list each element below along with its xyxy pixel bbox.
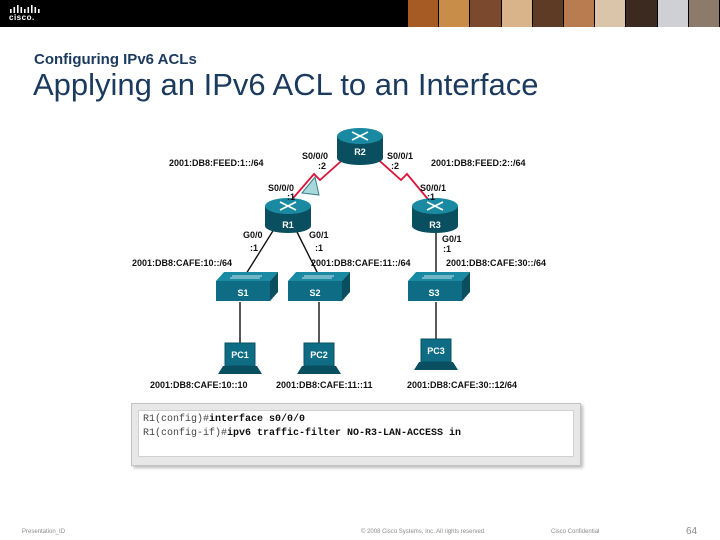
page-number: 64	[686, 526, 698, 537]
header-photo	[626, 0, 657, 27]
cli-command-1: interface s0/0/0	[209, 414, 306, 425]
header-photo	[501, 0, 532, 27]
r1-g00-interface: G0/0	[243, 230, 263, 240]
pc-pc3: PC3	[414, 338, 458, 370]
photo-strip	[408, 0, 720, 27]
pc2-address: 2001:DB8:CAFE:11::11	[276, 380, 373, 390]
switch-s1-label: S1	[237, 288, 248, 298]
header-photo	[408, 0, 439, 27]
r3-serial-interface: S0/0/1	[420, 183, 446, 193]
r2-right-interface: S0/0/1	[387, 151, 413, 161]
wan-network-right: 2001:DB8:FEED:2::/64	[431, 158, 526, 168]
header-photo	[532, 0, 564, 27]
cli-line-2: R1(config-if)#ipv6 traffic-filter NO-R3-…	[143, 427, 569, 441]
header-photo	[564, 0, 595, 27]
footer-presentation-id: Presentation_ID	[22, 529, 66, 535]
header-photo	[688, 0, 720, 27]
r2-left-interface: S0/0/0	[302, 151, 328, 161]
slide-title: Applying an IPv6 ACL to an Interface	[33, 67, 539, 102]
r2-right-address: :2	[391, 161, 399, 171]
logo-text: cisco.	[9, 13, 35, 22]
header-photo	[470, 0, 501, 27]
r3-g01-address: :1	[443, 244, 451, 254]
r2-left-address: :2	[318, 161, 326, 171]
cli-line-1: R1(config)#interface s0/0/0	[143, 413, 569, 427]
header-photo	[657, 0, 688, 27]
switch-s1: S1	[216, 272, 278, 301]
router-r2-label: R2	[354, 147, 366, 157]
acl-inbound-marker-icon	[301, 175, 320, 196]
serial-link-r2-r3	[372, 154, 433, 205]
switch-s2-label: S2	[309, 288, 320, 298]
lan-link-r1-s1	[245, 225, 277, 275]
router-r3-label: R3	[429, 220, 441, 230]
router-r1-label: R1	[282, 220, 294, 230]
cli-command-2: ipv6 traffic-filter NO-R3-LAN-ACCESS in	[227, 428, 462, 439]
lan-network-2: 2001:DB8:CAFE:11::/64	[311, 258, 411, 268]
header-photo	[439, 0, 470, 27]
pc-pc2-label: PC2	[310, 350, 328, 360]
network-topology-diagram: R2 R1 R3 S1 S2 S3 PC1	[132, 128, 546, 390]
header-bar: cisco.	[0, 0, 720, 27]
r1-g01-address: :1	[315, 243, 323, 253]
r1-g00-address: :1	[250, 243, 258, 253]
pc-pc1: PC1	[218, 342, 262, 374]
switch-s3-label: S3	[428, 288, 439, 298]
r1-serial-address: :1	[287, 192, 295, 202]
cli-output-panel: R1(config)#interface s0/0/0 R1(config-if…	[138, 410, 574, 457]
r1-serial-interface: S0/0/0	[268, 183, 294, 193]
router-r2: R2	[337, 128, 383, 165]
r3-g01-interface: G0/1	[442, 234, 462, 244]
lan-network-1: 2001:DB8:CAFE:10::/64	[132, 258, 232, 268]
cli-prompt-1: R1(config)#	[143, 414, 210, 425]
pc1-address: 2001:DB8:CAFE:10::10	[150, 380, 248, 390]
footer-copyright: © 2008 Cisco Systems, Inc. All rights re…	[361, 529, 486, 535]
footer-confidential: Cisco Confidential	[551, 529, 600, 535]
header-photo	[595, 0, 626, 27]
lan-network-3: 2001:DB8:CAFE:30::/64	[446, 258, 546, 268]
pc-pc1-label: PC1	[231, 350, 249, 360]
pc-pc3-label: PC3	[427, 346, 445, 356]
slide-subtitle: Configuring IPv6 ACLs	[34, 51, 197, 68]
router-r1: R1	[265, 198, 311, 233]
pc-pc2: PC2	[297, 342, 341, 374]
cli-output-box: R1(config)#interface s0/0/0 R1(config-if…	[131, 403, 581, 466]
r3-serial-address: :1	[427, 192, 435, 202]
lan-link-r1-s2	[293, 225, 319, 275]
pc3-address: 2001:DB8:CAFE:30::12/64	[407, 380, 517, 390]
router-r3: R3	[412, 198, 458, 233]
cisco-logo-icon	[10, 5, 40, 13]
wan-network-left: 2001:DB8:FEED:1::/64	[169, 158, 264, 168]
cli-prompt-2: R1(config-if)#	[143, 428, 228, 439]
r1-g01-interface: G0/1	[309, 230, 329, 240]
switch-s2: S2	[288, 272, 350, 301]
switch-s3: S3	[408, 272, 470, 301]
serial-link-r2-r1	[287, 154, 349, 205]
